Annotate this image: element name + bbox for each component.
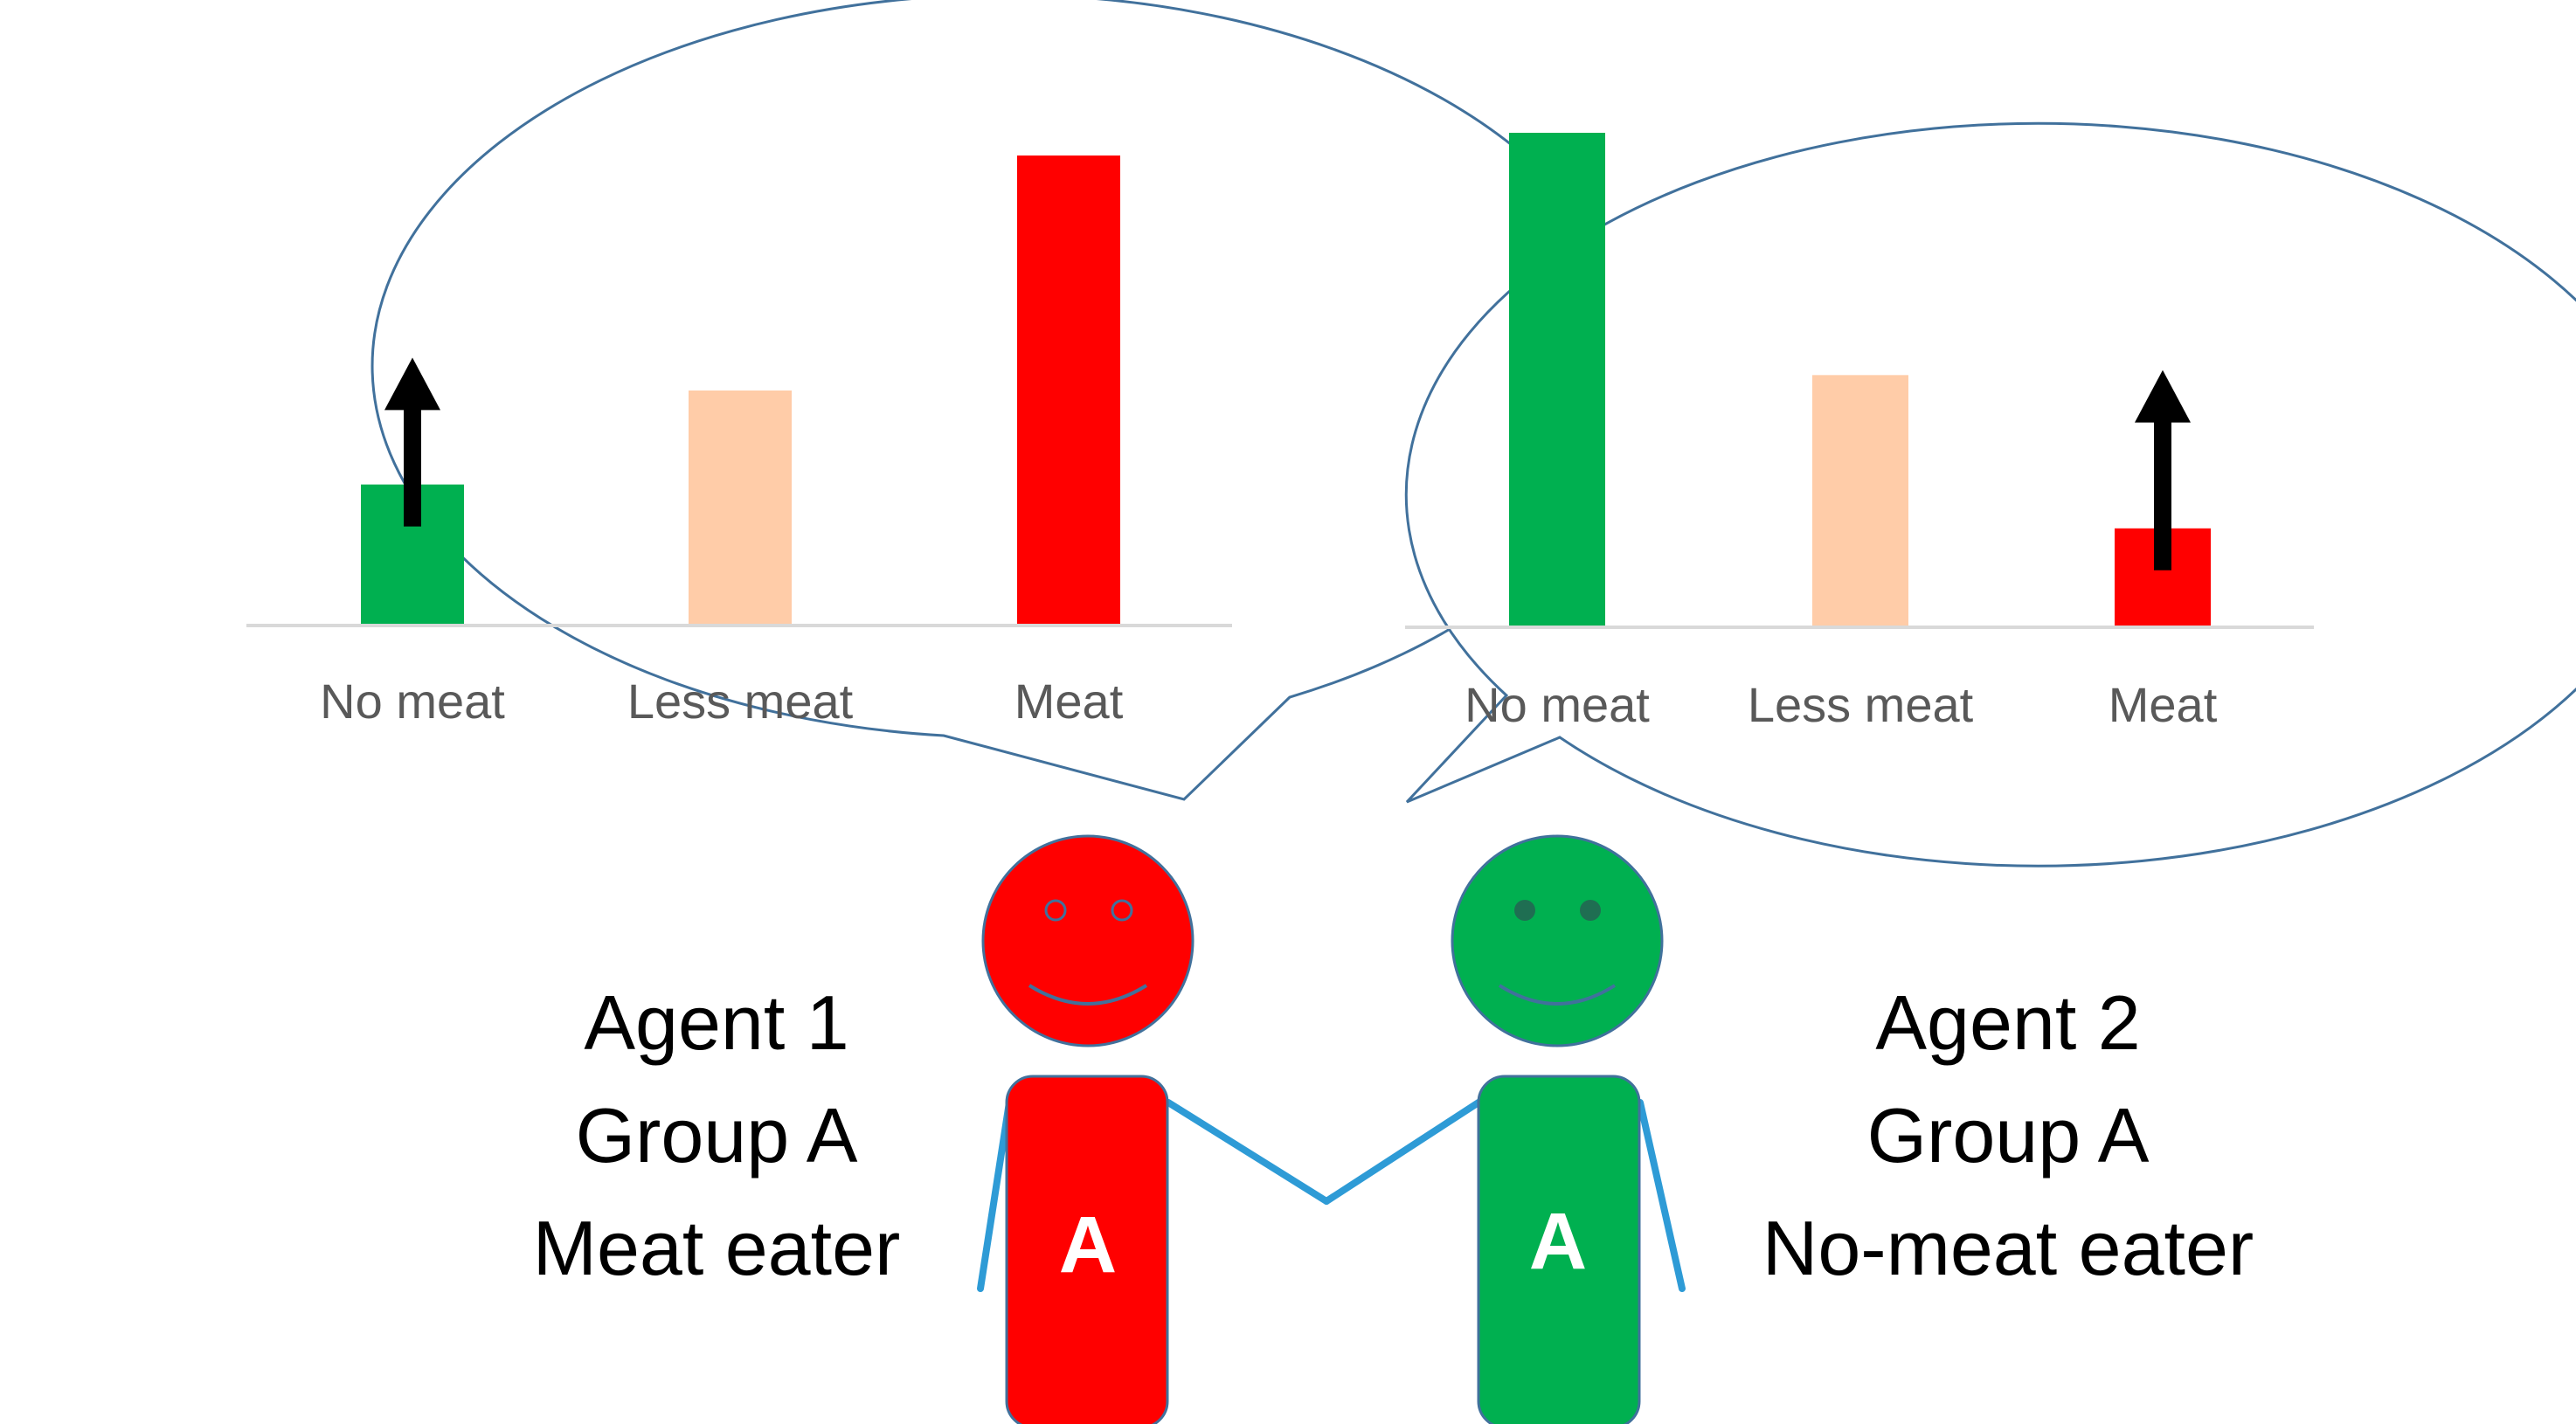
agent-2-group: Group A xyxy=(1867,1092,2150,1179)
agent-1-left-eye xyxy=(1044,899,1067,922)
bar-chart-agent-2: No meat Less meat Meat xyxy=(1405,133,2314,732)
agent-2-head xyxy=(1451,834,1664,1047)
agent-1-figure: A xyxy=(981,834,1195,1424)
agent-1-shirt-letter: A xyxy=(1059,1200,1117,1289)
agent-2-outer-arm xyxy=(1637,1099,1686,1292)
agent-2-diet: No-meat eater xyxy=(1762,1205,2254,1291)
bar-no-meat xyxy=(1509,133,1605,627)
x-tick-label: Meat xyxy=(2109,677,2218,732)
agent-2-left-eye xyxy=(1514,900,1535,921)
agent-1-diet: Meat eater xyxy=(533,1205,901,1291)
smiley-face-icon xyxy=(1451,834,1664,1047)
agent-2-label: Agent 2 Group A No-meat eater xyxy=(1762,979,2254,1291)
speech-bubble-agent-2 xyxy=(1404,121,2576,868)
bar-less-meat xyxy=(1812,375,1908,627)
x-tick-label: No meat xyxy=(320,674,505,729)
agent-1-right-eye xyxy=(1111,899,1133,922)
agent-1-group: Group A xyxy=(576,1092,858,1179)
increase-arrow-head xyxy=(384,357,440,411)
bar-chart-agent-1: No meat Less meat Meat xyxy=(246,156,1232,729)
bar-meat xyxy=(1017,156,1120,626)
agent-2-right-eye xyxy=(1580,900,1601,921)
agent-2-body xyxy=(1477,1075,1641,1424)
agent-1-head xyxy=(981,834,1195,1047)
agent-1-outer-arm xyxy=(977,1099,1013,1292)
agent-2-handshake-arm xyxy=(1323,1099,1482,1205)
x-tick-label: Meat xyxy=(1014,674,1124,729)
agent-2-figure: A xyxy=(1451,834,1664,1424)
x-tick-label: Less meat xyxy=(627,674,854,729)
bar-less-meat xyxy=(689,391,792,626)
agent-1-body xyxy=(1005,1075,1169,1424)
agent-1-name: Agent 1 xyxy=(584,979,848,1066)
agent-1-handshake-arm xyxy=(1165,1099,1330,1205)
smiley-face-icon xyxy=(981,834,1195,1047)
x-tick-label: Less meat xyxy=(1748,677,1974,732)
agent-2-shirt-letter: A xyxy=(1529,1197,1587,1286)
x-tick-label: No meat xyxy=(1465,677,1650,732)
agent-2-name: Agent 2 xyxy=(1875,979,2140,1066)
agent-2-smile xyxy=(1498,984,1617,1006)
agent-1-label: Agent 1 Group A Meat eater xyxy=(533,979,901,1291)
increase-arrow-head xyxy=(2135,370,2191,423)
handshake-arms xyxy=(977,1099,1686,1292)
agent-1-smile xyxy=(1028,984,1148,1006)
